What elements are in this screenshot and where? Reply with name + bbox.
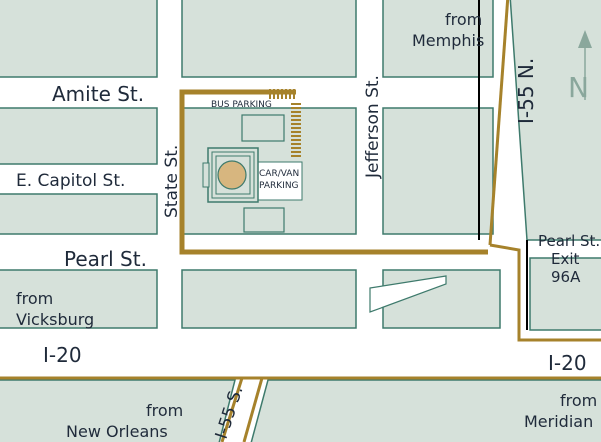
highway-label-i20-west: I-20 xyxy=(43,343,82,367)
car-van-parking-label-line2: PARKING xyxy=(259,181,299,191)
capitol-icon xyxy=(202,147,259,203)
street-label-pearl: Pearl St. xyxy=(64,247,147,271)
block xyxy=(509,0,601,241)
exit-label-line1: Pearl St. xyxy=(538,232,600,250)
exit-label-line2: Exit xyxy=(551,250,580,268)
origin-meridian-from: from xyxy=(560,391,597,410)
i55-left-edge xyxy=(488,0,510,246)
route-line xyxy=(179,89,488,255)
car-van-parking xyxy=(253,161,303,201)
parking-lot xyxy=(243,207,285,233)
block xyxy=(0,0,158,78)
block xyxy=(181,269,357,329)
highway-label-i20-east: I-20 xyxy=(548,351,587,375)
street-label-state: State St. xyxy=(162,145,182,218)
block xyxy=(250,379,601,442)
origin-new-orleans-from: from xyxy=(146,401,183,420)
block xyxy=(0,107,158,165)
origin-new-orleans-city: New Orleans xyxy=(66,422,168,441)
block xyxy=(0,269,158,329)
origin-vicksburg-city: Vicksburg xyxy=(16,310,94,329)
block xyxy=(181,0,357,78)
street-label-jefferson: Jefferson St. xyxy=(363,75,383,179)
bus-parking-hatch xyxy=(269,89,301,157)
street-label-e-capitol: E. Capitol St. xyxy=(16,171,125,191)
north-arrow-icon xyxy=(578,30,592,100)
i55s-right-edge xyxy=(242,377,264,442)
block xyxy=(529,257,601,331)
block xyxy=(382,107,494,235)
street-label-amite: Amite St. xyxy=(52,82,144,106)
origin-vicksburg-from: from xyxy=(16,289,53,308)
block xyxy=(382,0,494,78)
origin-meridian-city: Meridian xyxy=(524,412,593,431)
exit-label-line3: 96A xyxy=(551,268,581,286)
parking-lot xyxy=(241,114,285,142)
highway-label-i55-north: I-55 N. xyxy=(514,58,538,124)
origin-memphis-from: from xyxy=(445,10,482,29)
i55s-left-edge xyxy=(220,377,244,442)
block xyxy=(0,379,236,442)
ramp xyxy=(369,275,447,313)
car-van-parking-label-line1: CAR/VAN xyxy=(259,169,299,179)
i55-right-edge xyxy=(489,243,601,342)
origin-memphis-city: Memphis xyxy=(412,31,484,50)
north-letter: N xyxy=(568,71,589,104)
bus-parking-label: BUS PARKING xyxy=(211,100,272,110)
block xyxy=(0,193,158,235)
